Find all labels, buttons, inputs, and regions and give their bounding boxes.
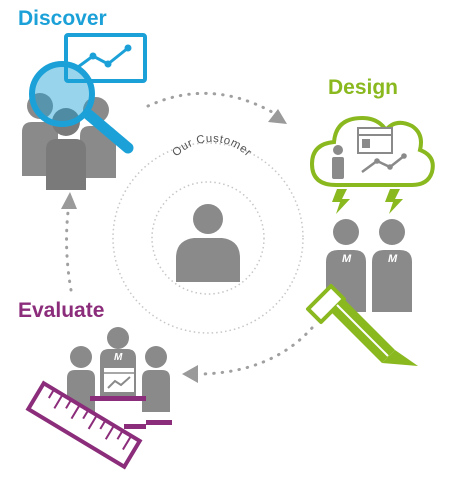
evaluate-label: Evaluate: [18, 299, 105, 322]
lightning-icon: [332, 189, 403, 214]
evaluate-desk-icon: [90, 396, 172, 429]
inner-ring: [151, 181, 265, 295]
design-mini-person-icon: [332, 145, 344, 179]
design-label: Design: [328, 76, 399, 99]
discover-label: Discover: [18, 7, 107, 30]
ruler-icon: [25, 380, 143, 470]
svg-text:M: M: [114, 352, 123, 363]
svg-text:M: M: [342, 253, 352, 265]
monitor-icon: [102, 366, 136, 394]
customer-label: Our Customer: [170, 133, 254, 159]
pencil-icon: [306, 284, 418, 366]
outer-ring: [112, 142, 304, 334]
design-mini-chart-icon: [361, 153, 407, 174]
svg-text:M: M: [388, 253, 398, 265]
customer-person-icon: [176, 204, 240, 282]
arrow-discover-to-design: [146, 91, 287, 124]
magnifier-icon: [29, 61, 134, 154]
chart-card-icon: [64, 33, 147, 83]
browser-window-icon: [357, 127, 393, 154]
arrow-evaluate-to-discover: [61, 192, 77, 292]
arrow-design-to-evaluate: [182, 326, 314, 383]
